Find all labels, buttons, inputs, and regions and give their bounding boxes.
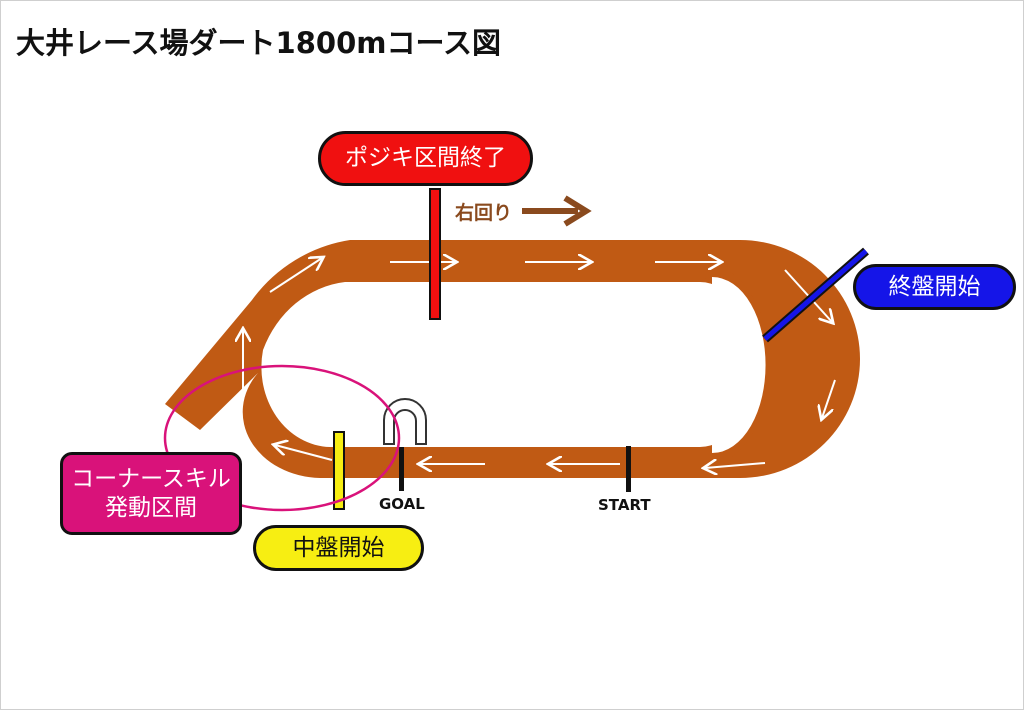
direction-arrow-icon [522, 195, 592, 227]
goal-line [399, 447, 404, 491]
corner-skill-text-line2: 発動区間 [105, 494, 197, 521]
direction-label: 右回り [454, 201, 512, 224]
page-title: 大井レース場ダート1800mコース図 [16, 26, 502, 60]
final-stage-text: 終盤開始 [888, 273, 981, 300]
goal-label: GOAL [379, 495, 425, 513]
start-line [626, 446, 631, 492]
pojiki-end-label: ポジキ区間終了 [318, 131, 533, 186]
arrow-turn-right-2 [822, 379, 836, 418]
arrow-turn-left-2 [269, 258, 322, 293]
track-arrows [243, 258, 836, 468]
pojiki-end-marker [429, 188, 441, 320]
arrow-home-1 [705, 463, 766, 468]
track-infield [261, 282, 756, 447]
start-label: START [598, 496, 651, 514]
corner-skill-zone [163, 364, 401, 512]
mid-stage-marker [333, 431, 345, 510]
tunnel-icon [383, 398, 427, 445]
arrow-home-4 [275, 445, 333, 461]
corner-skill-text-line1: コーナースキル [71, 465, 231, 492]
final-stage-label: 終盤開始 [853, 264, 1016, 310]
mid-stage-label: 中盤開始 [253, 525, 424, 571]
pojiki-end-text: ポジキ区間終了 [345, 145, 506, 171]
corner-skill-label: コーナースキル 発動区間 [60, 452, 242, 535]
mid-stage-text: 中盤開始 [292, 534, 385, 561]
inner-course-gap [711, 277, 766, 453]
final-stage-marker [763, 249, 868, 341]
